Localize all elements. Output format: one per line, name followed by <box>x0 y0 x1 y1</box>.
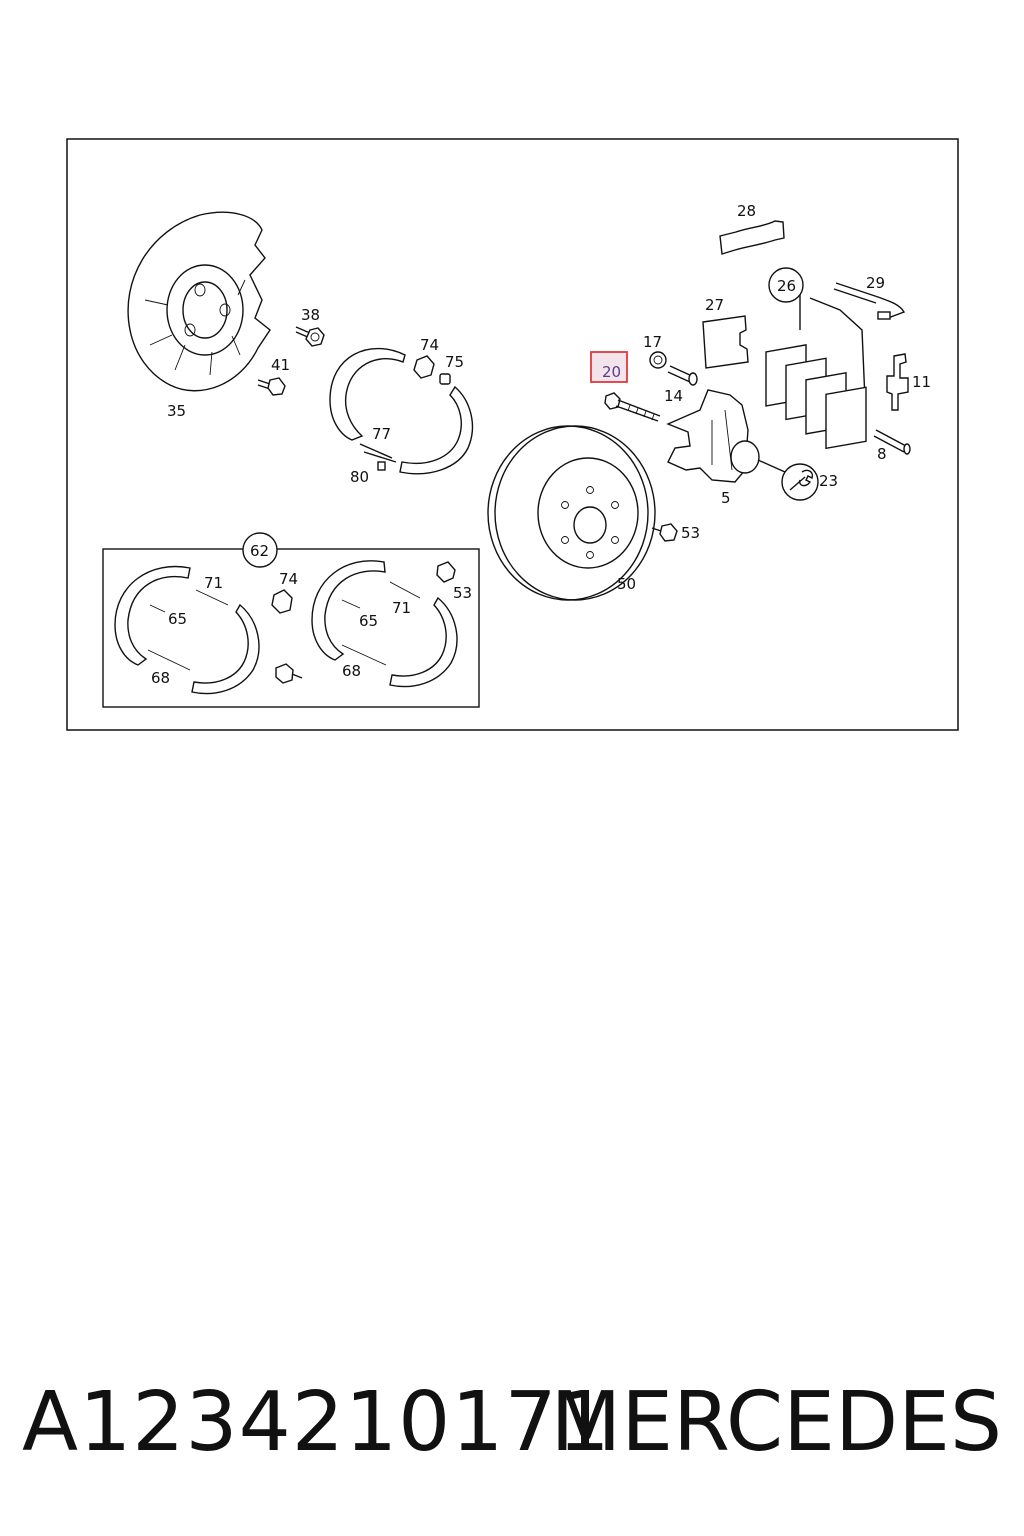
callout-62: 62 <box>250 542 269 560</box>
callout-11: 11 <box>912 373 931 391</box>
callout-75: 75 <box>445 353 464 371</box>
brake-pads-part <box>765 292 867 450</box>
bolt-20-part <box>604 392 661 422</box>
caliper-5-part <box>666 389 786 483</box>
callout-circle-26 <box>768 267 804 303</box>
callout-65-right: 65 <box>359 612 378 630</box>
brake-parts-diagram: 28 26 29 27 17 20 14 11 8 5 23 53 50 38 … <box>66 138 959 731</box>
callout-29: 29 <box>866 274 885 292</box>
brand-name: MERCEDES <box>550 1375 1002 1470</box>
callout-74: 74 <box>420 336 439 354</box>
callout-80: 80 <box>350 468 369 486</box>
clip-11-part <box>886 353 909 411</box>
spring-28-part <box>719 220 785 255</box>
callout-77: 77 <box>372 425 391 443</box>
callout-8: 8 <box>877 445 887 463</box>
dust-shield-part <box>127 211 271 392</box>
kit-62-frame <box>102 548 480 708</box>
part-number: A1234210171 <box>22 1375 611 1470</box>
callout-68-left: 68 <box>151 669 170 687</box>
callout-20[interactable]: 20 <box>602 363 621 381</box>
bolt-38-part <box>295 326 325 347</box>
bolt-53-part <box>651 523 678 542</box>
parking-shoes-part <box>329 347 474 475</box>
callout-38: 38 <box>301 306 320 324</box>
callout-27: 27 <box>705 296 724 314</box>
callout-53: 53 <box>681 524 700 542</box>
callout-71-right: 71 <box>392 599 411 617</box>
callout-23: 23 <box>819 472 838 490</box>
callout-41: 41 <box>271 356 290 374</box>
brake-disc-part <box>487 425 656 601</box>
wear-sensor-29-part <box>833 282 906 320</box>
diagram-frame <box>66 138 959 731</box>
callout-circle-62 <box>242 532 278 568</box>
callout-68-right: 68 <box>342 662 361 680</box>
footer: A1234210171 MERCEDES <box>0 1368 1024 1478</box>
bolt-41-part <box>257 377 286 396</box>
callout-65-left: 65 <box>168 610 187 628</box>
callout-74-kit: 74 <box>279 570 298 588</box>
highlight-box-20[interactable] <box>590 351 628 383</box>
kit-62-shoes <box>114 560 458 695</box>
callout-53-kit: 53 <box>453 584 472 602</box>
callout-28: 28 <box>737 202 756 220</box>
callout-71-left: 71 <box>204 574 223 592</box>
pin-8-part <box>873 429 911 455</box>
guide-17-14-part <box>649 351 698 386</box>
callout-35: 35 <box>167 402 186 420</box>
plate-27-part <box>702 315 749 369</box>
callout-50: 50 <box>617 575 636 593</box>
callout-17: 17 <box>643 333 662 351</box>
callout-14: 14 <box>664 387 683 405</box>
callout-5: 5 <box>721 489 731 507</box>
callout-26: 26 <box>777 277 796 295</box>
wrench-icon <box>781 463 819 501</box>
